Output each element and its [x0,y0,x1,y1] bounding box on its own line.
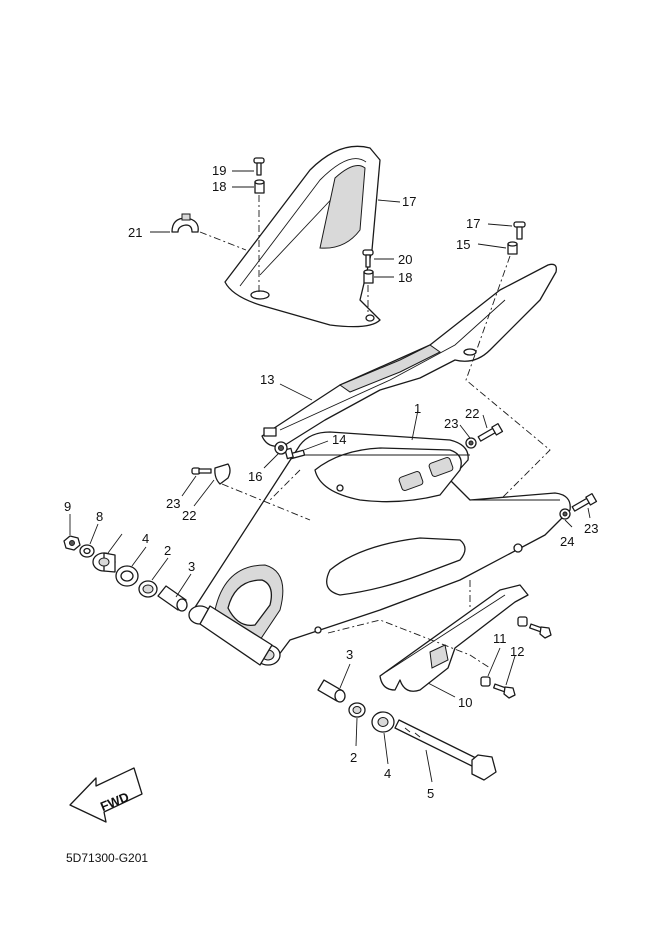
callout-13: 15 [456,237,470,252]
collar-3-left [157,585,188,612]
leader-lines [69,170,591,783]
callout-23-lower: 24 [560,534,574,549]
callout-12: 14 [332,432,346,447]
bolt-10-upper [529,623,552,639]
callout-4-left: 4 [142,531,149,546]
bracket-20 [214,463,231,485]
drawing-code: 5D71300-G201 [66,851,148,865]
chain-case-axis [465,255,551,501]
bolt-22-lower [571,493,598,512]
washer-23-lower [559,508,571,520]
callout-15: 17 [466,216,480,231]
bracket-axis [221,483,311,521]
callout-3-right: 3 [346,647,353,662]
callout-20: 22 [182,508,196,523]
callout-18-lower: 20 [398,252,412,267]
callout-18-upper: 19 [212,163,226,178]
callout-17-lower: 18 [398,270,412,285]
callout-23-upper: 23 [444,416,458,431]
swingarm-bolt-12 [284,447,306,460]
collar-9-upper [517,616,528,627]
chain-case-bolt [513,221,526,240]
seal-4-right [371,711,395,733]
bolt-10-lower [493,683,516,699]
callout-19: 21 [128,225,142,240]
nut-7 [63,535,81,551]
rear-fender-part [224,145,381,328]
bolt-21 [191,467,212,475]
clamp-axis [199,231,247,251]
callout-2-right: 2 [350,750,357,765]
washer-14 [274,441,288,455]
callout-4-right: 4 [384,766,391,781]
pivot-shaft-5 [394,719,497,781]
swingarm-axis [269,469,301,501]
washer-6 [79,544,95,558]
callout-21: 23 [166,496,180,511]
chain-guide-8 [379,584,529,692]
callout-2-left: 2 [164,543,171,558]
fender-collar-lower [363,269,374,284]
callout-17-upper: 18 [212,179,226,194]
callout-11: 13 [260,372,274,387]
callout-9: 11 [493,631,507,646]
swingarm-part [188,431,571,666]
callout-5: 5 [427,786,434,801]
callout-labels: 19 18 17 21 17 15 20 18 13 1 22 23 14 16… [64,163,598,801]
fender-bolt-upper [253,157,265,176]
collar-9-lower [480,676,491,687]
callout-6: 8 [96,509,103,524]
callout-22-lower: 23 [584,521,598,536]
bearing-2-left [138,580,158,598]
callout-1: 1 [414,401,421,416]
washer-23-upper [465,437,477,449]
callout-22-upper: 22 [465,406,479,421]
callout-8: 10 [458,695,472,710]
bolt-22-upper [477,423,504,442]
seal-4-left [115,565,139,587]
callout-14: 16 [248,469,262,484]
callout-3-left: 3 [188,559,195,574]
fender-collar-upper [254,179,265,194]
chain-case-collar [507,241,518,255]
bearing-2-right [348,702,366,718]
cap-24 [92,552,116,573]
chain-guide-axis [327,619,491,669]
fender-bolt-lower [362,249,374,268]
callout-7: 9 [64,499,71,514]
forward-direction-arrow: FWD [69,767,143,823]
hose-clamp-part [171,213,199,233]
callout-16: 17 [402,194,416,209]
collar-3-right [317,679,346,703]
callout-10: 12 [510,644,524,659]
